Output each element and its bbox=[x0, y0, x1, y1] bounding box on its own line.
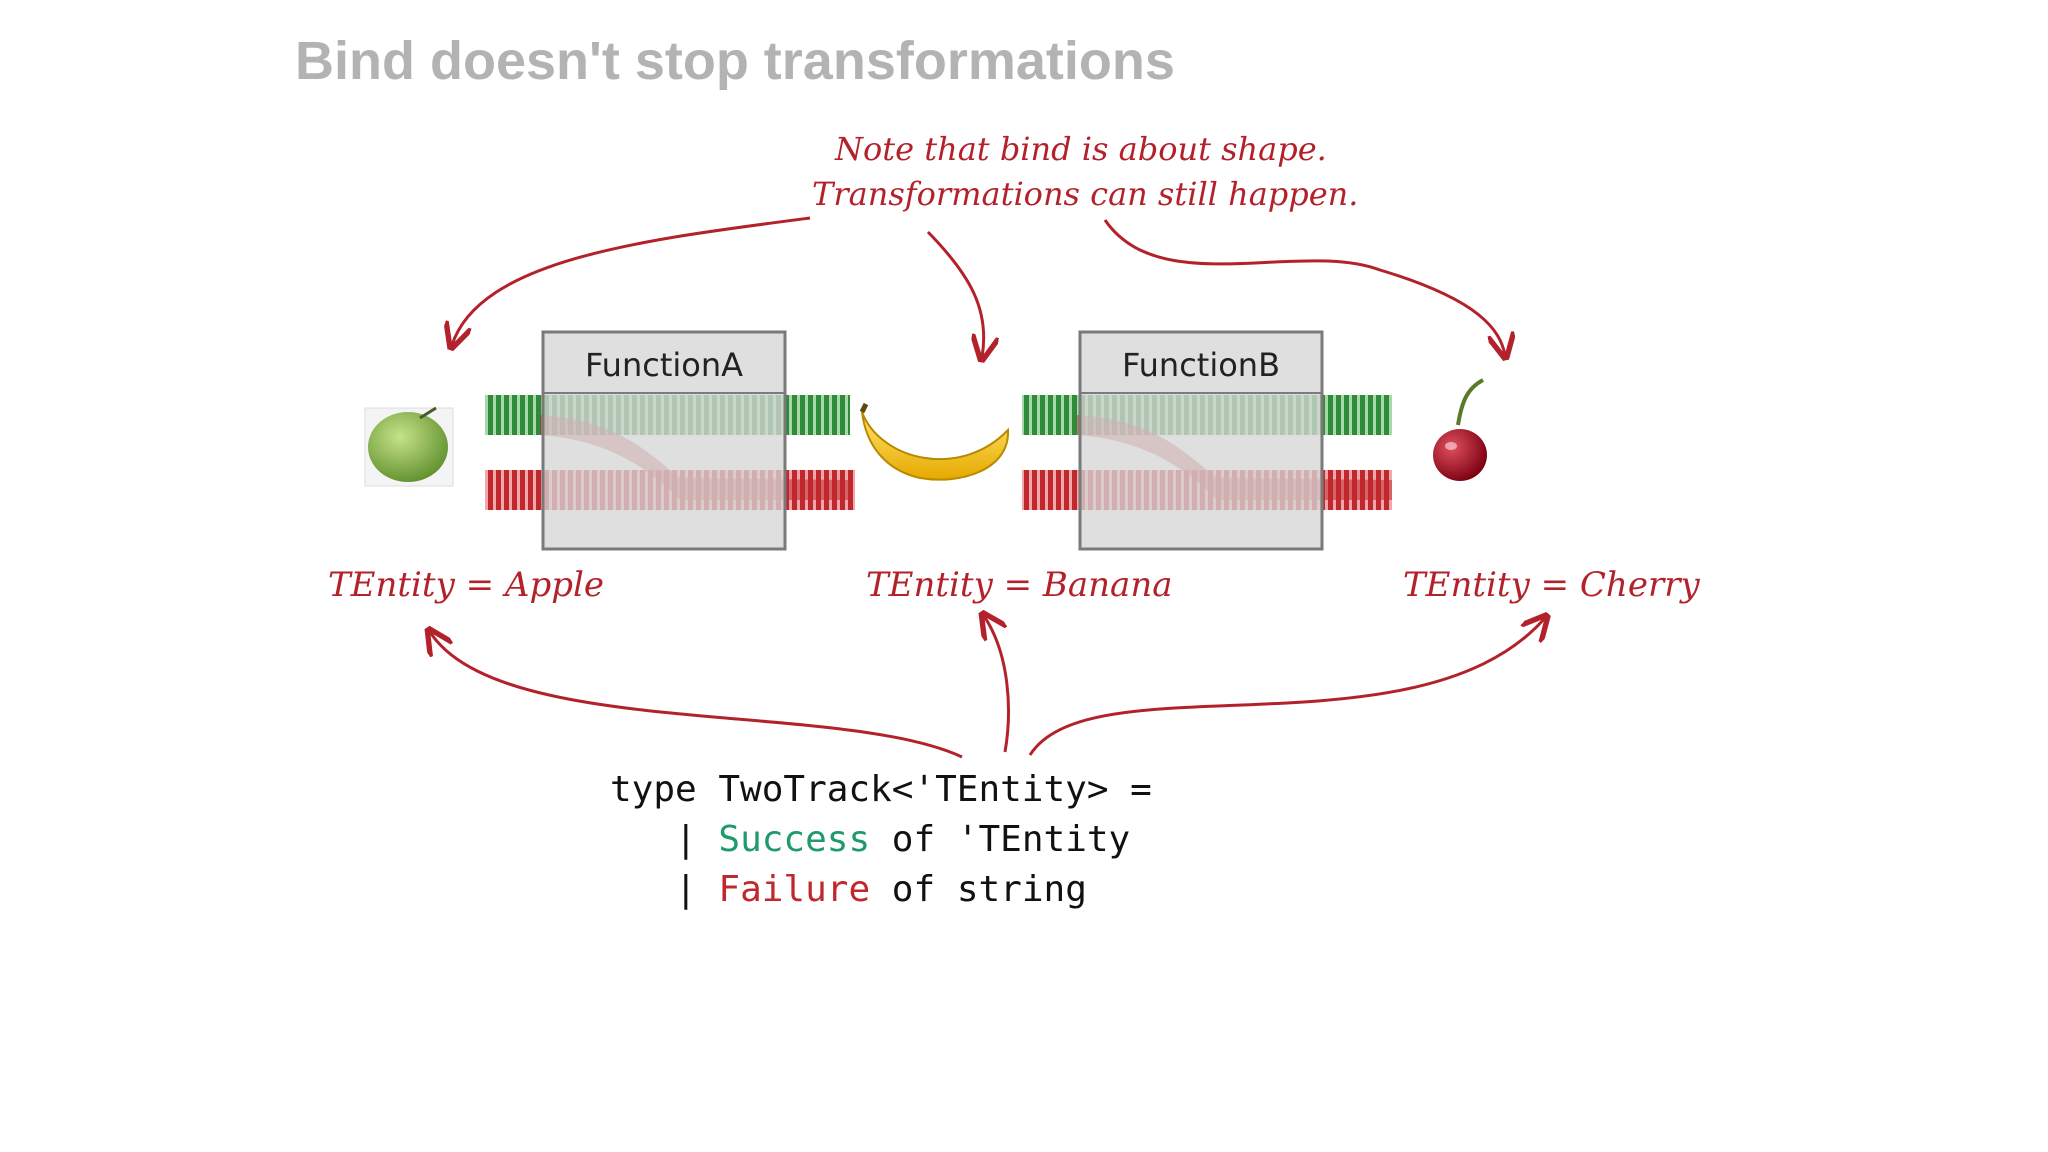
code-line-type: type TwoTrack<'TEntity> = bbox=[610, 769, 1152, 810]
annotation-arrows-bottom bbox=[430, 616, 1545, 759]
code-success-rest: of 'TEntity bbox=[870, 819, 1131, 860]
function-a-box bbox=[541, 330, 787, 551]
cherry-icon bbox=[1433, 378, 1487, 481]
function-b-box bbox=[1078, 330, 1324, 551]
annotation-arrows-top bbox=[452, 216, 1505, 357]
entity-label-banana: TEntity = Banana bbox=[866, 565, 1173, 605]
slide-title: Bind doesn't stop transformations bbox=[295, 31, 1175, 91]
function-a-label: FunctionA bbox=[585, 346, 743, 384]
code-success-keyword: Success bbox=[718, 819, 871, 860]
function-b-label: FunctionB bbox=[1121, 346, 1281, 384]
code-failure-keyword: Failure bbox=[718, 869, 871, 910]
code-block: type TwoTrack<'TEntity> = | Success of '… bbox=[610, 765, 1152, 915]
annotation-note-line2: Transformations can still happen. bbox=[812, 175, 1359, 213]
code-failure-rest: of string bbox=[870, 869, 1087, 910]
code-bar-success: | bbox=[675, 819, 697, 860]
entity-label-apple: TEntity = Apple bbox=[328, 565, 604, 605]
code-bar-failure: | bbox=[675, 869, 697, 910]
apple-icon bbox=[364, 406, 454, 487]
annotation-note-line1: Note that bind is about shape. bbox=[835, 130, 1327, 168]
banana-icon bbox=[859, 402, 1010, 481]
entity-label-cherry: TEntity = Cherry bbox=[1403, 565, 1700, 605]
